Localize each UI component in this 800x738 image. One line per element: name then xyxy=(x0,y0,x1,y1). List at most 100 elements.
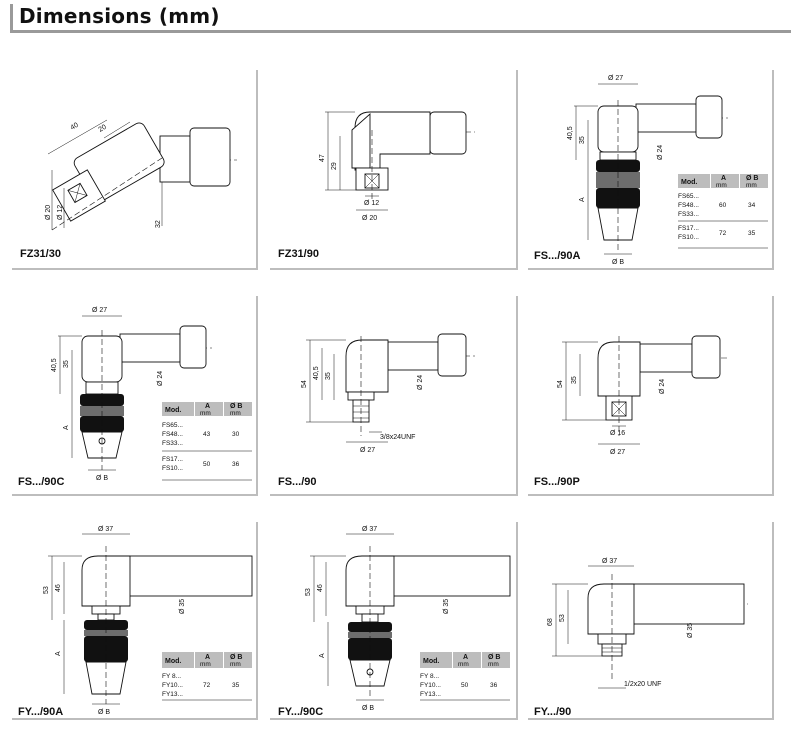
fy-90c-model: FY10... xyxy=(420,682,441,689)
fs-90a-th-b: Ø B xyxy=(746,175,758,182)
fy-90a-dim-b: Ø B xyxy=(98,709,110,716)
panel-fy-90c: Ø 37 53 46 Ø 35 A Ø B Mod. A mm Ø B mm F… xyxy=(270,522,518,720)
fs-90-dim-d27: Ø 27 xyxy=(360,447,375,454)
fs-90a-val-b: 34 xyxy=(748,202,756,209)
fy-90c-th-a-unit: mm xyxy=(458,661,469,668)
fz31-90-drawing: 47 29 Ø 12 Ø 20 xyxy=(319,111,475,222)
fs-90a-dim-d27: Ø 27 xyxy=(608,75,623,82)
fy-90c-th-b-unit: mm xyxy=(488,661,499,668)
fz31-30-dim-32: 32 xyxy=(155,220,162,228)
fs-90a-val-a: 60 xyxy=(719,202,727,209)
fs-90a-th-a: A xyxy=(721,175,726,182)
fs-90c-dim-40-5: 40,5 xyxy=(51,358,58,372)
fy-90a-dim-53: 53 xyxy=(43,586,50,594)
fs-90a-model: FS48... xyxy=(678,202,699,209)
fy-90a-th-mod: Mod. xyxy=(165,658,181,665)
fy-90-dim-thread: 1/2x20 UNF xyxy=(624,681,661,688)
fy-90a-dim-a: A xyxy=(55,651,62,656)
fy-90c-th-a: A xyxy=(463,654,468,661)
fy-90c-dim-d37: Ø 37 xyxy=(362,526,377,533)
fs-90a-dim-35: 35 xyxy=(579,136,586,144)
fs-90-dim-40-5: 40,5 xyxy=(313,366,320,380)
fs-90c-val-a: 50 xyxy=(203,461,211,468)
fs-90c-dim-a: A xyxy=(63,425,70,430)
fz31-30-dim-d20: Ø 20 xyxy=(45,205,52,220)
fz31-30-drawing: 40 20 Ø 20 Ø 12 32 xyxy=(45,119,237,231)
fy-90-dim-68: 68 xyxy=(547,618,554,626)
fs-90c-model: FS17... xyxy=(162,456,183,463)
panel-fs-90p: 54 35 Ø 24 Ø 16 Ø 27 FS.../90P xyxy=(528,296,774,496)
fs-90p-caption: FS.../90P xyxy=(534,476,580,488)
fs-90p-dim-54: 54 xyxy=(557,380,564,388)
panel-fy-90: Ø 37 68 53 Ø 35 1/2x20 UNF FY.../90 xyxy=(528,522,774,720)
fz31-90-dim-d12: Ø 12 xyxy=(364,200,379,207)
fs-90-dim-thread: 3/8x24UNF xyxy=(380,434,415,441)
fz31-30-dim-40: 40 xyxy=(70,122,80,132)
fs-90p-dim-35: 35 xyxy=(571,376,578,384)
fy-90c-dim-53: 53 xyxy=(305,588,312,596)
fy-90c-model: FY 8... xyxy=(420,673,439,680)
fs-90a-dim-b: Ø B xyxy=(612,259,624,266)
fy-90c-model: FY13... xyxy=(420,691,441,698)
fy-90a-model: FY 8... xyxy=(162,673,181,680)
fs-90c-dim-35: 35 xyxy=(63,360,70,368)
fy-90a-th-b-unit: mm xyxy=(230,661,241,668)
fs-90a-dim-40-5: 40,5 xyxy=(567,126,574,140)
fs-90c-val-a: 43 xyxy=(203,431,211,438)
fs-90c-val-b: 30 xyxy=(232,431,240,438)
fs-90-dim-35: 35 xyxy=(325,372,332,380)
fy-90c-caption: FY.../90C xyxy=(278,706,324,718)
fy-90c-dim-a: A xyxy=(319,653,326,658)
fs-90a-val-a: 72 xyxy=(719,230,727,237)
fs-90c-drawing: Ø 27 40,5 35 Ø 24 A Ø B Mod. A mm Ø B mm… xyxy=(51,307,252,482)
fz31-30-dim-d12: Ø 12 xyxy=(57,205,64,220)
fs-90c-th-mod: Mod. xyxy=(165,407,181,414)
fs-90p-dim-d27: Ø 27 xyxy=(610,449,625,456)
fy-90c-dim-d35: Ø 35 xyxy=(443,599,450,614)
fs-90a-dim-a: A xyxy=(579,197,586,202)
fs-90c-th-a: A xyxy=(205,403,210,410)
fz31-90-caption: FZ31/90 xyxy=(278,248,319,260)
fs-90c-caption: FS.../90C xyxy=(18,476,65,488)
fy-90-dim-d37: Ø 37 xyxy=(602,558,617,565)
fs-90c-model: FS33... xyxy=(162,440,183,447)
fs-90c-dim-d24: Ø 24 xyxy=(157,371,164,386)
fy-90a-th-a: A xyxy=(205,654,210,661)
fy-90c-th-b: Ø B xyxy=(488,654,500,661)
fs-90-dim-d24: Ø 24 xyxy=(417,375,424,390)
fs-90a-model: FS17... xyxy=(678,225,699,232)
fy-90a-dim-d35: Ø 35 xyxy=(179,599,186,614)
fy-90a-model: FY13... xyxy=(162,691,183,698)
fy-90a-th-b: Ø B xyxy=(230,654,242,661)
fy-90c-th-mod: Mod. xyxy=(423,658,439,665)
fs-90c-val-b: 36 xyxy=(232,461,240,468)
fs-90a-dim-d24: Ø 24 xyxy=(657,145,664,160)
fy-90-drawing: Ø 37 68 53 Ø 35 1/2x20 UNF xyxy=(547,558,748,689)
fs-90c-th-b: Ø B xyxy=(230,403,242,410)
fy-90c-val-b: 36 xyxy=(490,682,498,689)
fs-90c-dim-d27: Ø 27 xyxy=(92,307,107,314)
fy-90c-drawing: Ø 37 53 46 Ø 35 A Ø B Mod. A mm Ø B mm F… xyxy=(305,526,511,712)
fy-90a-val-a: 72 xyxy=(203,682,211,689)
fs-90c-model: FS48... xyxy=(162,431,183,438)
fs-90p-dim-d24: Ø 24 xyxy=(659,379,666,394)
fy-90a-drawing: Ø 37 53 46 Ø 35 A Ø B Mod. A mm Ø B mm F… xyxy=(43,526,253,716)
fy-90c-val-a: 50 xyxy=(461,682,469,689)
fz31-90-dim-d20: Ø 20 xyxy=(362,215,377,222)
panel-fz31-90: 47 29 Ø 12 Ø 20 FZ31/90 xyxy=(270,70,518,270)
title-bar: Dimensions (mm) xyxy=(10,4,791,33)
fy-90a-dim-d37: Ø 37 xyxy=(98,526,113,533)
fs-90c-model: FS10... xyxy=(162,465,183,472)
fs-90c-model: FS65... xyxy=(162,422,183,429)
fs-90-drawing: 54 40,5 35 Ø 24 3/8x24UNF Ø 27 xyxy=(301,333,475,454)
panel-fs-90: 54 40,5 35 Ø 24 3/8x24UNF Ø 27 FS.../90 xyxy=(270,296,518,496)
fs-90-dim-54: 54 xyxy=(301,380,308,388)
fs-90-caption: FS.../90 xyxy=(278,476,317,488)
fy-90-dim-53: 53 xyxy=(559,614,566,622)
fy-90-caption: FY.../90 xyxy=(534,706,572,718)
fy-90a-dim-46: 46 xyxy=(55,584,62,592)
fy-90a-val-b: 35 xyxy=(232,682,240,689)
fs-90p-dim-d16: Ø 16 xyxy=(610,430,625,437)
fy-90a-caption: FY.../90A xyxy=(18,706,64,718)
fz31-90-dim-29: 29 xyxy=(331,162,338,170)
